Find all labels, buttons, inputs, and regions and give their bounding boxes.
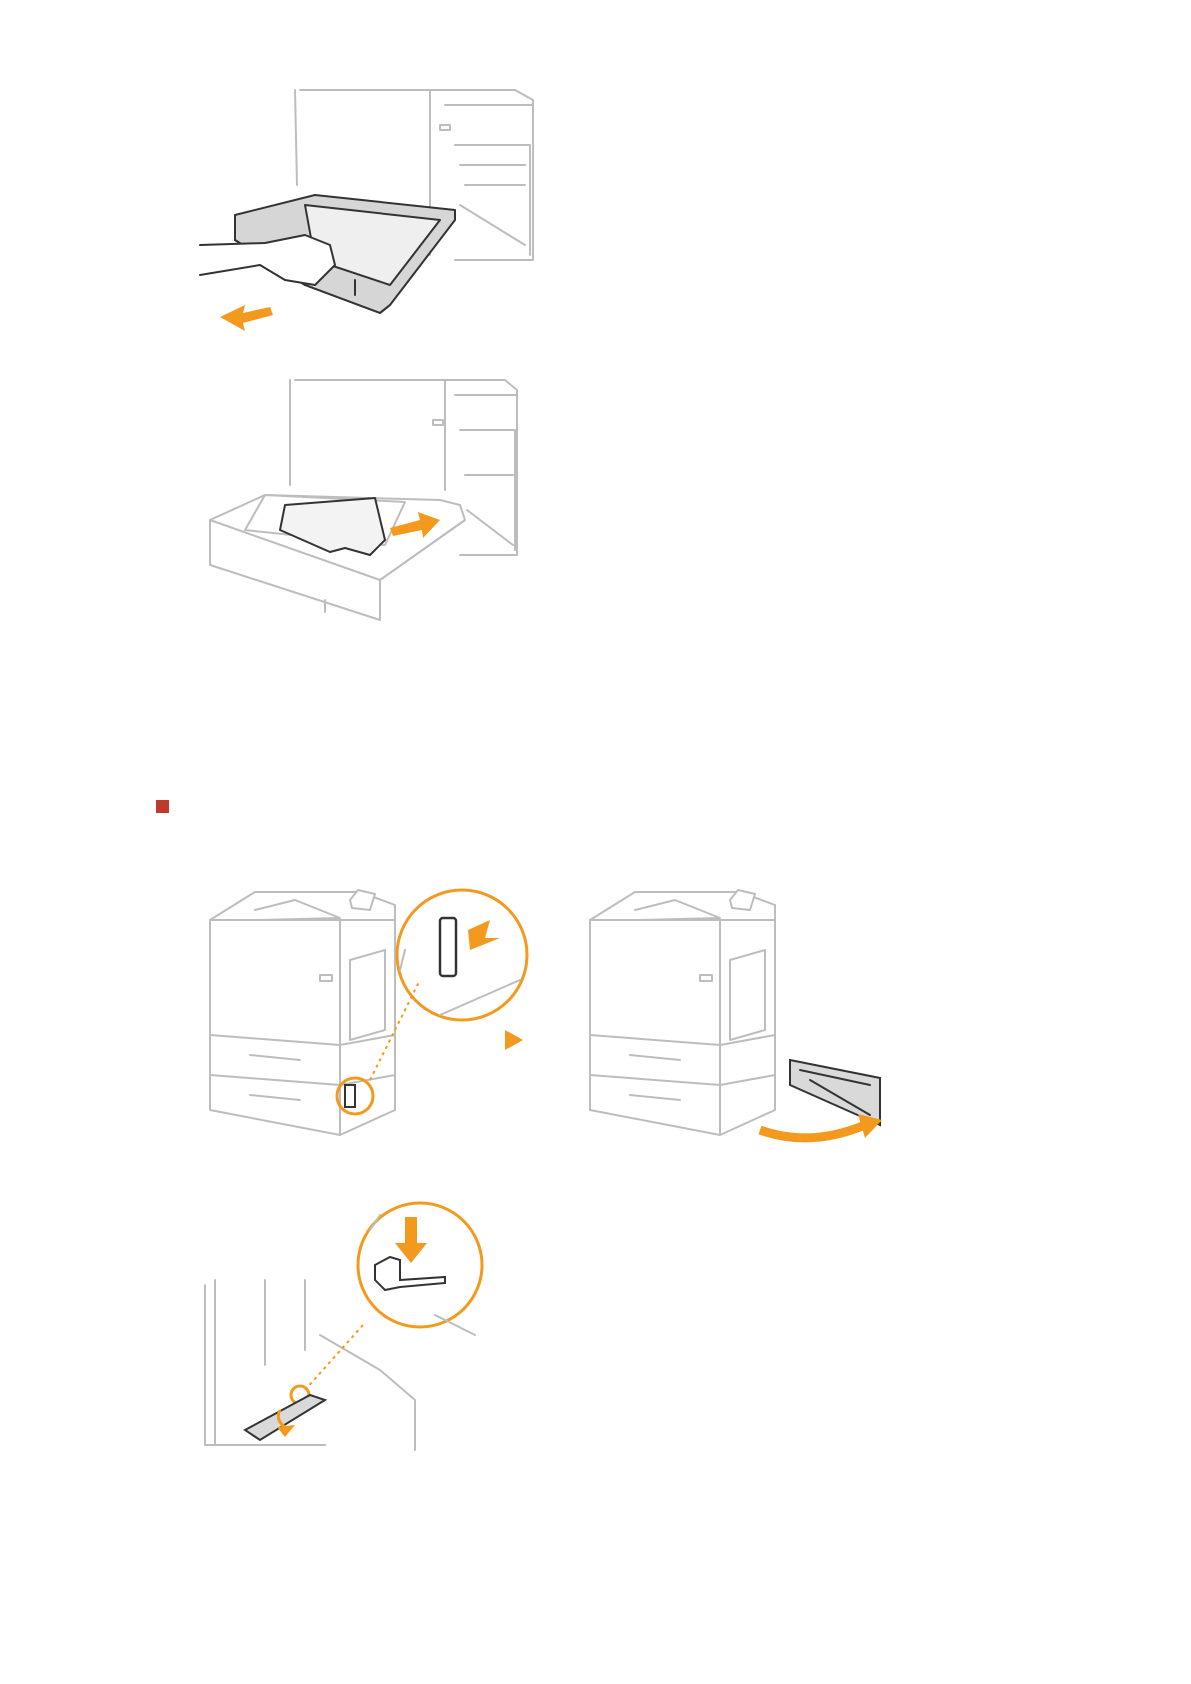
figure-open-lower-cover xyxy=(580,880,930,1160)
figure-press-release-lever xyxy=(200,880,530,1145)
next-step-play-icon xyxy=(505,1030,523,1050)
figure-lower-paper-guide xyxy=(205,1195,495,1455)
square-bullet-icon xyxy=(156,800,169,813)
figure-pull-out-drawer xyxy=(205,85,535,335)
figure-remove-paper-from-drawer xyxy=(205,380,535,625)
